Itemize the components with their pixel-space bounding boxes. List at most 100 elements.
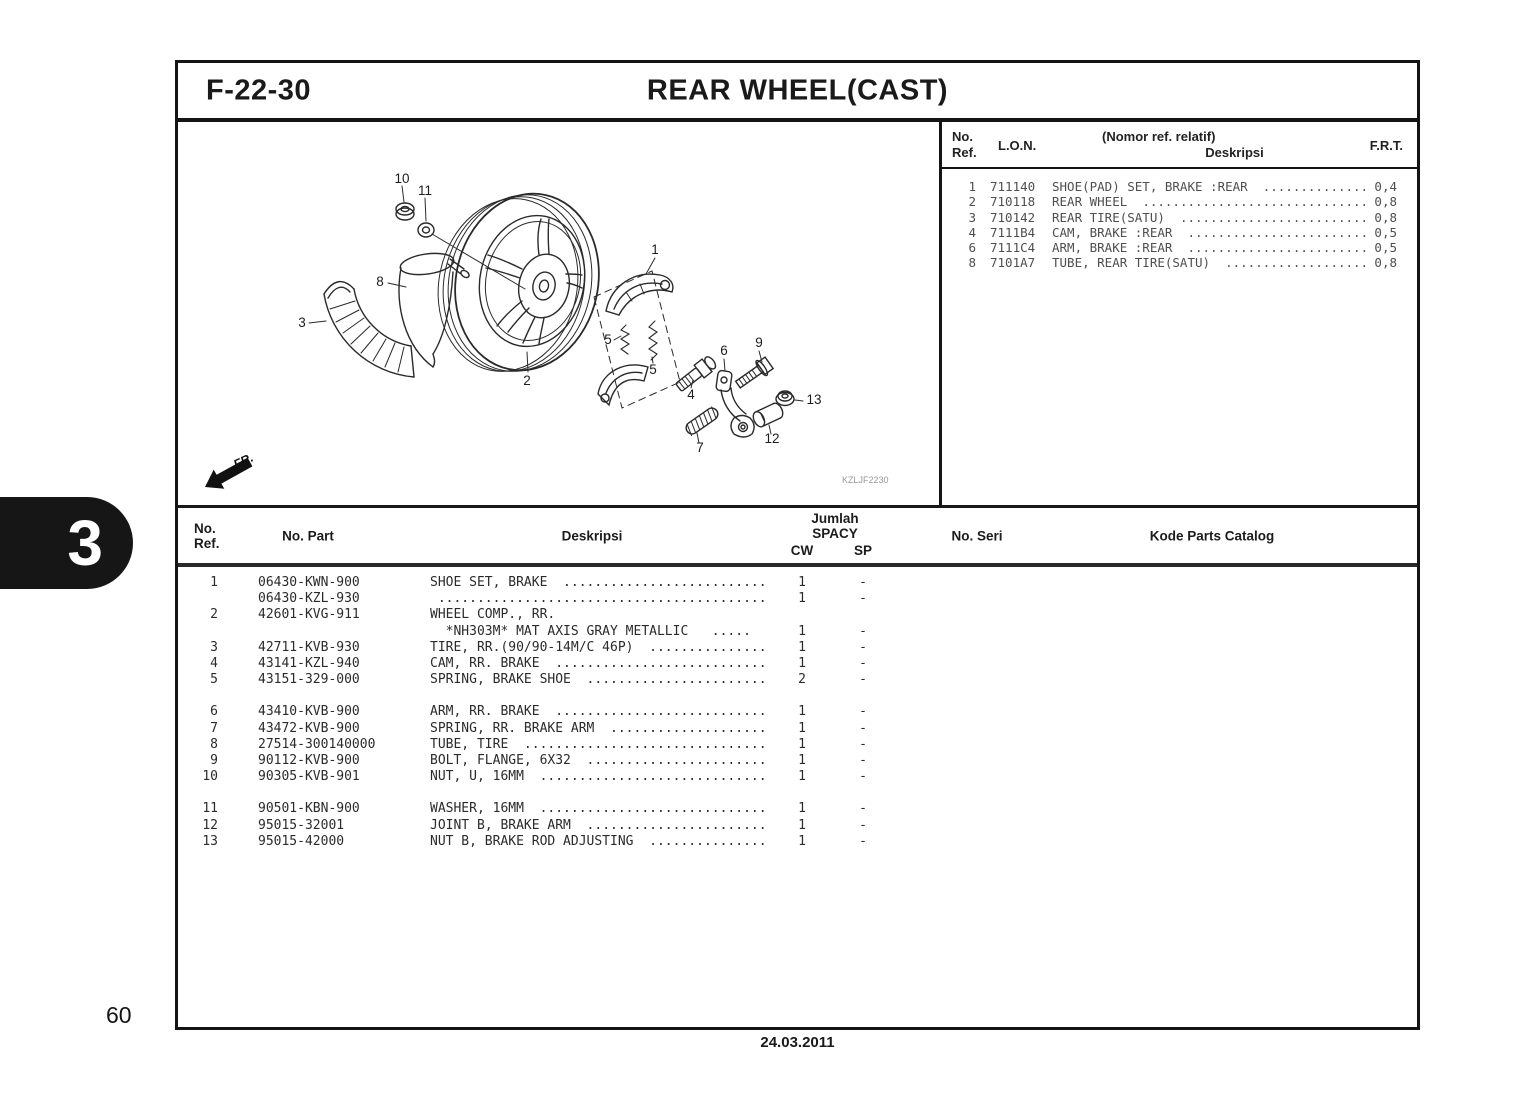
footer-date: 24.03.2011 [760, 1034, 835, 1051]
ref-cell: 11 [202, 801, 218, 817]
description-cell: TUBE, TIRE .............................… [430, 736, 767, 752]
ref-cell: 3 [210, 639, 218, 655]
qty-sp-cell: - [859, 817, 867, 833]
table-row: 10 90305-KVB-901 NUT, U, 16MM ............… [178, 769, 1417, 785]
qty-cw-cell: 1 [798, 753, 806, 769]
description-cell: ARM, RR. BRAKE .........................… [430, 704, 767, 720]
lon-desc-cell: REAR WHEEL .............................… [1052, 194, 1367, 210]
lon-code-cell: 710142 [990, 209, 1036, 225]
qty-cw-cell: 1 [798, 736, 806, 752]
drawing-code: KZLJF2230 [842, 475, 889, 485]
parts-table-header: No. Ref. No. Part Deskripsi Jumlah SPACY… [178, 505, 1417, 567]
callout-5a: 5 [604, 332, 612, 347]
col-no-part: No. Part [282, 528, 334, 543]
callout-10: 10 [394, 171, 409, 186]
lon-col-frt: F.R.T. [1369, 137, 1403, 153]
lon-frt-cell: 0,4 [1374, 179, 1397, 194]
content-row: 10 11 8 3 2 1 5 5 4 6 9 13 12 7 FR. KZLJ… [178, 122, 1417, 505]
lon-code-cell: 711140 [990, 179, 1036, 194]
callout-6: 6 [720, 343, 728, 358]
lon-ref-cell: 4 [968, 224, 976, 240]
callout-3: 3 [298, 315, 306, 330]
qty-cw-cell: 1 [798, 817, 806, 833]
ref-cell: 6 [210, 704, 218, 720]
lon-desc-cell: SHOE(PAD) SET, BRAKE :REAR .............… [1052, 179, 1367, 194]
ref-cell: 9 [210, 753, 218, 769]
lon-col-note: (Nomor ref. relatif) [1102, 129, 1216, 144]
cw-sp-row: CW SP [770, 543, 900, 558]
part-number-cell: 90305-KVB-901 [258, 769, 360, 785]
col-deskripsi: Deskripsi [561, 528, 623, 543]
description-cell: ........................................… [430, 591, 767, 607]
section-code: F-22-30 [206, 74, 312, 106]
qty-sp-cell: - [859, 623, 867, 639]
part-number-cell: 43141-KZL-940 [258, 656, 360, 672]
ref-cell: 10 [202, 769, 218, 785]
qty-sp-cell: - [859, 769, 867, 785]
lon-col-deskripsi-label: Deskripsi [1205, 145, 1264, 160]
brake-arm-drawing [715, 369, 755, 438]
lon-row: 2 710118 REAR WHEEL ......................… [952, 194, 1397, 209]
qty-sp-cell: - [859, 575, 867, 590]
part-number-cell: 42711-KVB-930 [258, 639, 360, 655]
jumlah-label: Jumlah [811, 511, 859, 526]
description-cell: TIRE, RR.(90/90-14M/C 46P) .............… [430, 639, 767, 655]
ref-cell: 12 [202, 817, 218, 833]
description-cell: SHOE SET, BRAKE ........................… [430, 575, 767, 590]
callout-7: 7 [696, 440, 704, 455]
washer-drawing [417, 222, 435, 238]
qty-cw-cell: 1 [798, 656, 806, 672]
qty-cw-cell: 1 [798, 801, 806, 817]
callout-13: 13 [806, 392, 821, 407]
page-number: 60 [106, 1002, 132, 1028]
fr-direction-arrow [205, 457, 253, 489]
col-no-seri: No. Seri [951, 528, 1003, 543]
callout-5b: 5 [649, 362, 657, 377]
lon-code-cell: 710118 [990, 194, 1036, 210]
callout-11: 11 [418, 183, 432, 198]
part-number-cell: 43472-KVB-900 [258, 720, 360, 736]
lon-code-cell: 7111C4 [990, 240, 1036, 256]
table-row: *NH303M* MAT AXIS GRAY METALLIC .....1- [178, 624, 1417, 640]
lon-code-cell: 7101A7 [990, 255, 1036, 271]
ref-cell: 2 [210, 607, 218, 623]
description-cell: SPRING, BRAKE SHOE .....................… [430, 672, 767, 688]
lon-frt-cell: 0,8 [1374, 194, 1397, 210]
qty-cw-cell: 1 [798, 639, 806, 655]
callout-12: 12 [764, 431, 779, 446]
description-cell: NUT, U, 16MM ...........................… [430, 769, 767, 785]
qty-sp-cell: - [859, 672, 867, 688]
lon-col-deskripsi: (Nomor ref. relatif) Deskripsi [1084, 129, 1339, 161]
callout-8: 8 [376, 274, 384, 289]
brake-shoe-set-drawing [593, 270, 681, 409]
part-number-cell: 27514-300140000 [258, 736, 376, 752]
brake-cam-drawing [675, 356, 717, 392]
lon-table-header: No. Ref. L.O.N. (Nomor ref. relatif) Des… [942, 122, 1417, 169]
qty-cw-cell [770, 607, 834, 623]
arm-spring-drawing [685, 406, 719, 437]
qty-sp-cell: - [859, 736, 867, 752]
lon-desc-cell: TUBE, REAR TIRE(SATU) ..................… [1052, 255, 1367, 271]
lon-reference-panel: No. Ref. L.O.N. (Nomor ref. relatif) Des… [939, 122, 1417, 505]
title-band: F-22-30 REAR WHEEL(CAST) [178, 63, 1417, 122]
flange-bolt-drawing [734, 356, 775, 389]
spacy-label: SPACY [812, 526, 858, 541]
diagram-callouts: 10 11 8 3 2 1 5 5 4 6 9 13 12 7 [298, 171, 821, 455]
qty-cw-cell: 1 [798, 575, 806, 590]
page-title: REAR WHEEL(CAST) [646, 74, 949, 106]
lon-ref-cell: 2 [968, 194, 976, 210]
lon-frt-cell: 0,5 [1374, 240, 1397, 256]
rear-wheel-drawing [437, 192, 600, 372]
